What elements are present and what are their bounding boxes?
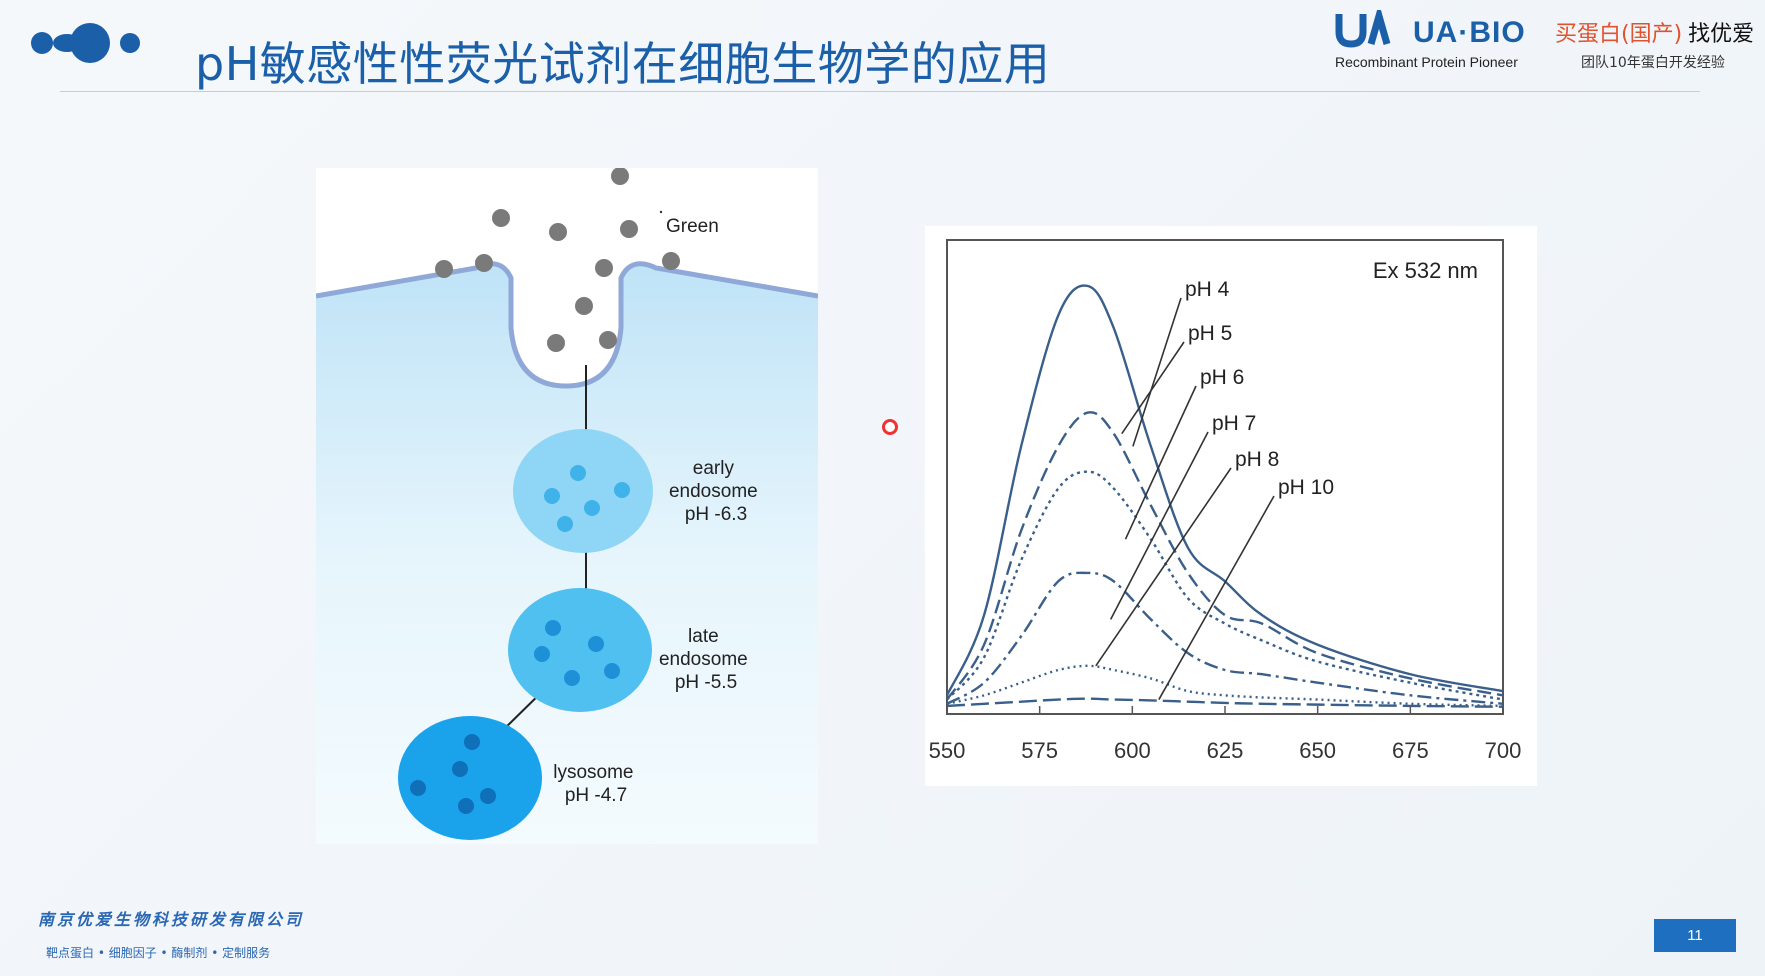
series-line-ph-6 — [946, 470, 1504, 701]
x-tick-label: 550 — [929, 738, 966, 763]
leader-line-ph-5 — [1121, 341, 1185, 435]
early-endosome — [513, 429, 653, 553]
series-line-ph-5 — [946, 411, 1504, 701]
company-name: 南京优爱生物科技研发有限公司 — [38, 910, 305, 929]
dye-particles — [435, 168, 680, 352]
leader-line-ph-4 — [1132, 297, 1182, 447]
series-label-ph-5: pH 5 — [1188, 322, 1232, 345]
series-label-ph-4: pH 4 — [1185, 278, 1230, 301]
x-tick-label: 650 — [1299, 738, 1336, 763]
lysosome-label: lysosome pH -4.7 — [553, 762, 639, 806]
late-endosome-label: late endosome pH -5.5 — [659, 626, 753, 693]
series-label-ph-7: pH 7 — [1212, 412, 1256, 435]
leader-line-ph-8 — [1095, 467, 1232, 667]
brand-name: UA·BIO — [1413, 16, 1526, 49]
lysosome — [398, 716, 542, 840]
brand-subtitle: 团队10年蛋白开发经验 — [1581, 55, 1725, 71]
label-green: Green — [666, 216, 719, 237]
leader-line-ph-7 — [1109, 431, 1209, 620]
x-tick-label: 600 — [1114, 738, 1151, 763]
emission-spectra-chart: Ex 532 nm pH 4 pH 5 pH 6 pH 7 pH 8 pH 10 550 5… — [925, 226, 1537, 786]
leader-line-ph-6 — [1124, 385, 1197, 540]
series-line-ph-4 — [945, 284, 1504, 696]
x-tick-label: 675 — [1392, 738, 1429, 763]
service-list: 靶点蛋白 • 细胞因子 • 酶制剂 • 定制服务 — [46, 946, 271, 960]
slide-title: pH敏感性性荧光试剂在细胞生物学的应用 — [195, 37, 1051, 91]
series-label-ph-8: pH 8 — [1235, 448, 1279, 471]
laser-pointer-icon — [882, 419, 898, 435]
x-tick-label: 700 — [1485, 738, 1522, 763]
early-endosome-label: early endosome pH -6.3 — [669, 458, 763, 525]
late-endosome — [508, 588, 652, 712]
series-label-ph-6: pH 6 — [1200, 366, 1244, 389]
logo-dots-icon — [31, 23, 140, 63]
series-line-ph-10 — [946, 697, 1504, 708]
title-divider — [60, 91, 1700, 92]
brand-tagline: Recombinant Protein Pioneer — [1335, 54, 1518, 70]
endocytosis-diagram: Green early endosome pH -6.3 late endoso… — [316, 168, 818, 844]
brand-slogan-dark: 找优爱 — [1688, 22, 1755, 47]
ua-bio-logo-icon — [1335, 10, 1391, 48]
page-number: 11 — [1654, 919, 1736, 952]
brand-slogan-red: 买蛋白(国产) — [1555, 22, 1683, 47]
x-tick-label: 625 — [1207, 738, 1244, 763]
chart-annotation: Ex 532 nm — [1373, 258, 1478, 283]
brand-block: UA·BIO Recombinant Protein Pioneer 买蛋白(国… — [1335, 8, 1755, 71]
series-line-ph-7 — [946, 571, 1504, 705]
x-tick-label: 575 — [1021, 738, 1058, 763]
series-label-ph-10: pH 10 — [1278, 476, 1334, 499]
brand-slogan: 买蛋白(国产)找优爱 — [1555, 16, 1754, 48]
leader-line-ph-10 — [1158, 495, 1275, 700]
